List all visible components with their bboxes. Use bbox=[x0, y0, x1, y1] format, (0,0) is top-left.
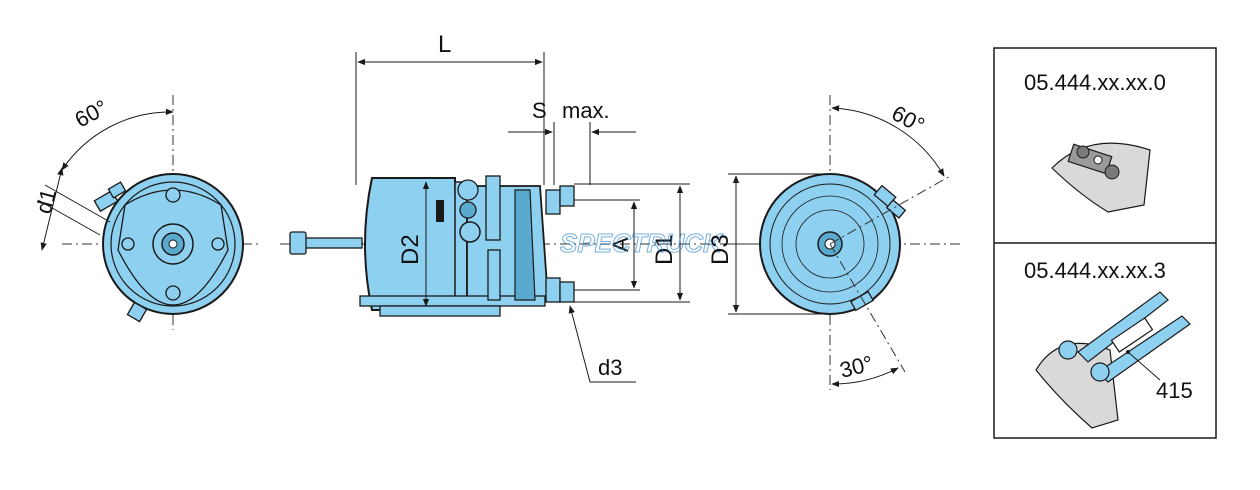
max-label: max. bbox=[562, 98, 610, 123]
right-end-view: D3 60° 30° bbox=[707, 95, 960, 390]
left-end-view: d1 60° bbox=[31, 95, 262, 330]
right-top-angle-label: 60° bbox=[888, 100, 929, 138]
variant-3-illustration bbox=[1035, 291, 1191, 429]
d3-label: d3 bbox=[598, 355, 622, 380]
S-label: S bbox=[532, 98, 547, 123]
variant-code-3: 05.444.xx.xx.3 bbox=[1024, 258, 1166, 283]
D2-label: D2 bbox=[397, 234, 424, 265]
left-angle-label: 60° bbox=[71, 95, 112, 133]
variant-0-illustration bbox=[1051, 142, 1151, 213]
watermark-text: SPECTRUCK bbox=[560, 228, 724, 258]
callout-415: 415 bbox=[1156, 378, 1193, 403]
side-view: L S max. D2 A D1 d3 SPECTRUCK bbox=[280, 31, 760, 383]
L-label: L bbox=[438, 31, 451, 58]
D1-label: D1 bbox=[651, 234, 678, 265]
A-label: A bbox=[608, 237, 633, 252]
variant-box: 05.444.xx.xx.0 05.444.xx.xx.3 415 bbox=[993, 47, 1217, 439]
D3-label: D3 bbox=[707, 234, 734, 265]
right-bottom-angle-label: 30° bbox=[837, 351, 875, 383]
variant-code-0: 05.444.xx.xx.0 bbox=[1024, 70, 1166, 95]
